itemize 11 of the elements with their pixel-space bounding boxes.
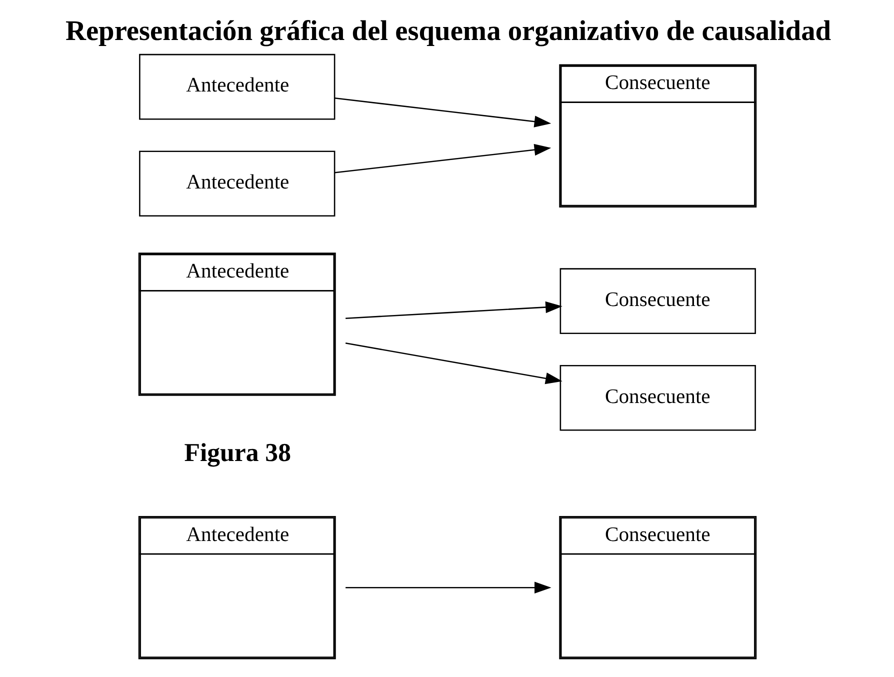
arrow: [334, 98, 551, 128]
diagram-title: Representación gráfica del esquema organizativo de causalidad: [64, 16, 831, 47]
arrow: [334, 144, 551, 174]
label: Figura 38: [184, 438, 290, 468]
node-box: Consecuente: [559, 268, 756, 334]
node-box: Antecedente: [138, 150, 335, 217]
node-box: Antecedente: [138, 54, 335, 120]
node-box: Consecuente: [559, 364, 756, 431]
arrow: [344, 342, 562, 384]
arrow: [345, 301, 562, 319]
arrow: [345, 582, 551, 594]
